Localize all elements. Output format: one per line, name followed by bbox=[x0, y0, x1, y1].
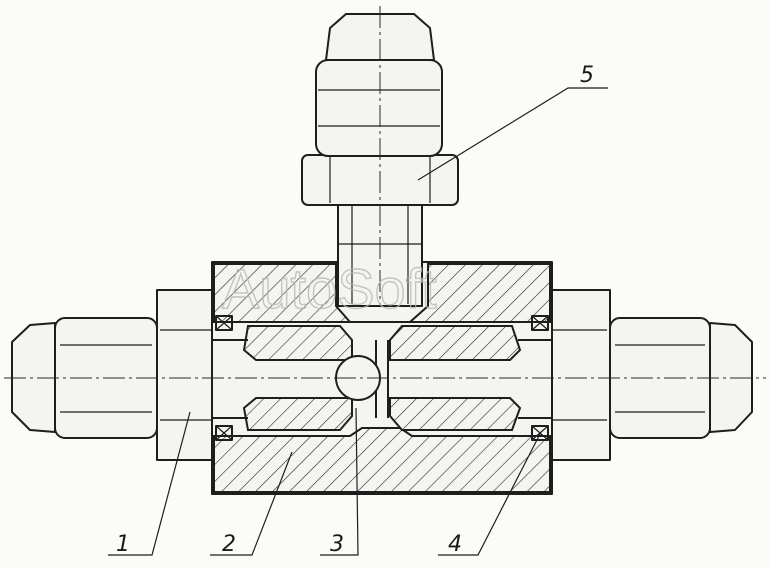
right-sleeve-top bbox=[389, 325, 522, 361]
left-sleeve-top bbox=[242, 325, 353, 361]
right-flange bbox=[549, 289, 611, 461]
callout-2: 2 bbox=[222, 532, 236, 557]
leader-5 bbox=[417, 87, 608, 181]
leader-3 bbox=[320, 407, 359, 556]
callout-5: 5 bbox=[580, 63, 594, 88]
callout-1: 1 bbox=[116, 532, 130, 557]
watermark-text: AutoSoft bbox=[222, 257, 437, 320]
o-ring-seals bbox=[215, 315, 549, 441]
callout-3: 3 bbox=[330, 532, 344, 557]
seal-top-right bbox=[531, 315, 549, 331]
body-bottom-wall bbox=[213, 427, 551, 493]
left-sleeve-bottom bbox=[242, 397, 353, 431]
leader-lines bbox=[108, 87, 608, 556]
top-fitting bbox=[301, 13, 459, 307]
seal-bottom-left bbox=[215, 425, 233, 441]
left-flange bbox=[156, 289, 216, 461]
leader-4 bbox=[438, 433, 541, 556]
body-top-wall bbox=[213, 263, 551, 323]
left-tip bbox=[11, 322, 56, 433]
leader-2 bbox=[210, 451, 293, 556]
right-sleeve-bottom bbox=[389, 397, 522, 431]
leader-1 bbox=[108, 411, 191, 556]
top-union-body bbox=[315, 59, 443, 157]
seal-bottom-right bbox=[531, 425, 549, 441]
right-fitting bbox=[549, 289, 753, 461]
seal-top-left bbox=[215, 315, 233, 331]
top-cap bbox=[325, 13, 435, 61]
callout-4: 4 bbox=[448, 532, 462, 557]
